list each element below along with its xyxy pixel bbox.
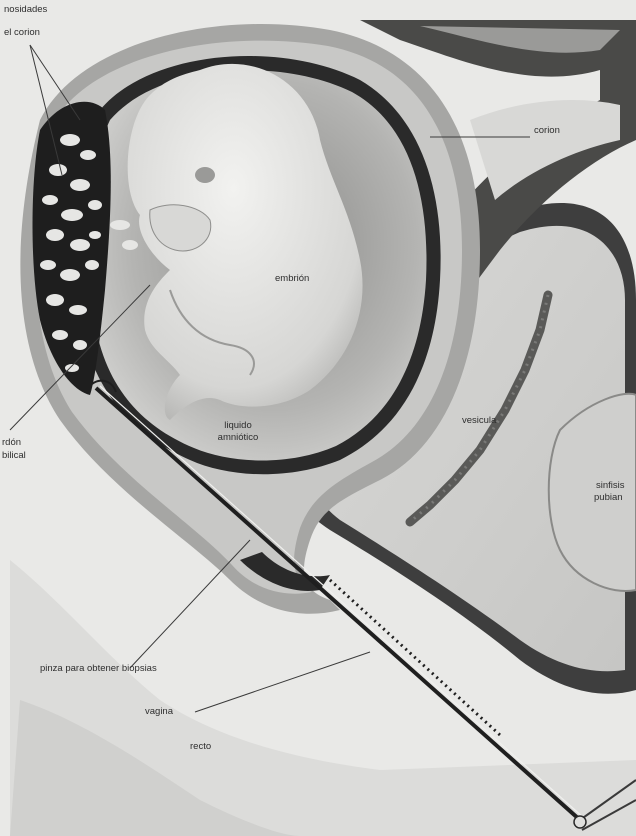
label-symphysis-line2: pubian: [594, 492, 623, 503]
label-amniotic-line2: amniótico: [205, 432, 271, 443]
label-forceps: pinza para obtener biopsias: [40, 663, 157, 674]
label-bladder: vesicula: [462, 415, 496, 426]
label-vagina: vagina: [145, 706, 173, 717]
label-villi-line2: el corion: [4, 27, 40, 38]
label-embryo: embrión: [275, 273, 309, 284]
label-amniotic-line1: liquido: [210, 420, 266, 431]
label-cord-line1: rdón: [2, 437, 21, 448]
label-rectum: recto: [190, 741, 211, 752]
label-chorion: corion: [534, 125, 560, 136]
label-symphysis-line1: sinfisis: [596, 480, 625, 491]
label-villi-line1: nosidades: [4, 4, 47, 15]
label-cord-line2: bilical: [2, 450, 26, 461]
